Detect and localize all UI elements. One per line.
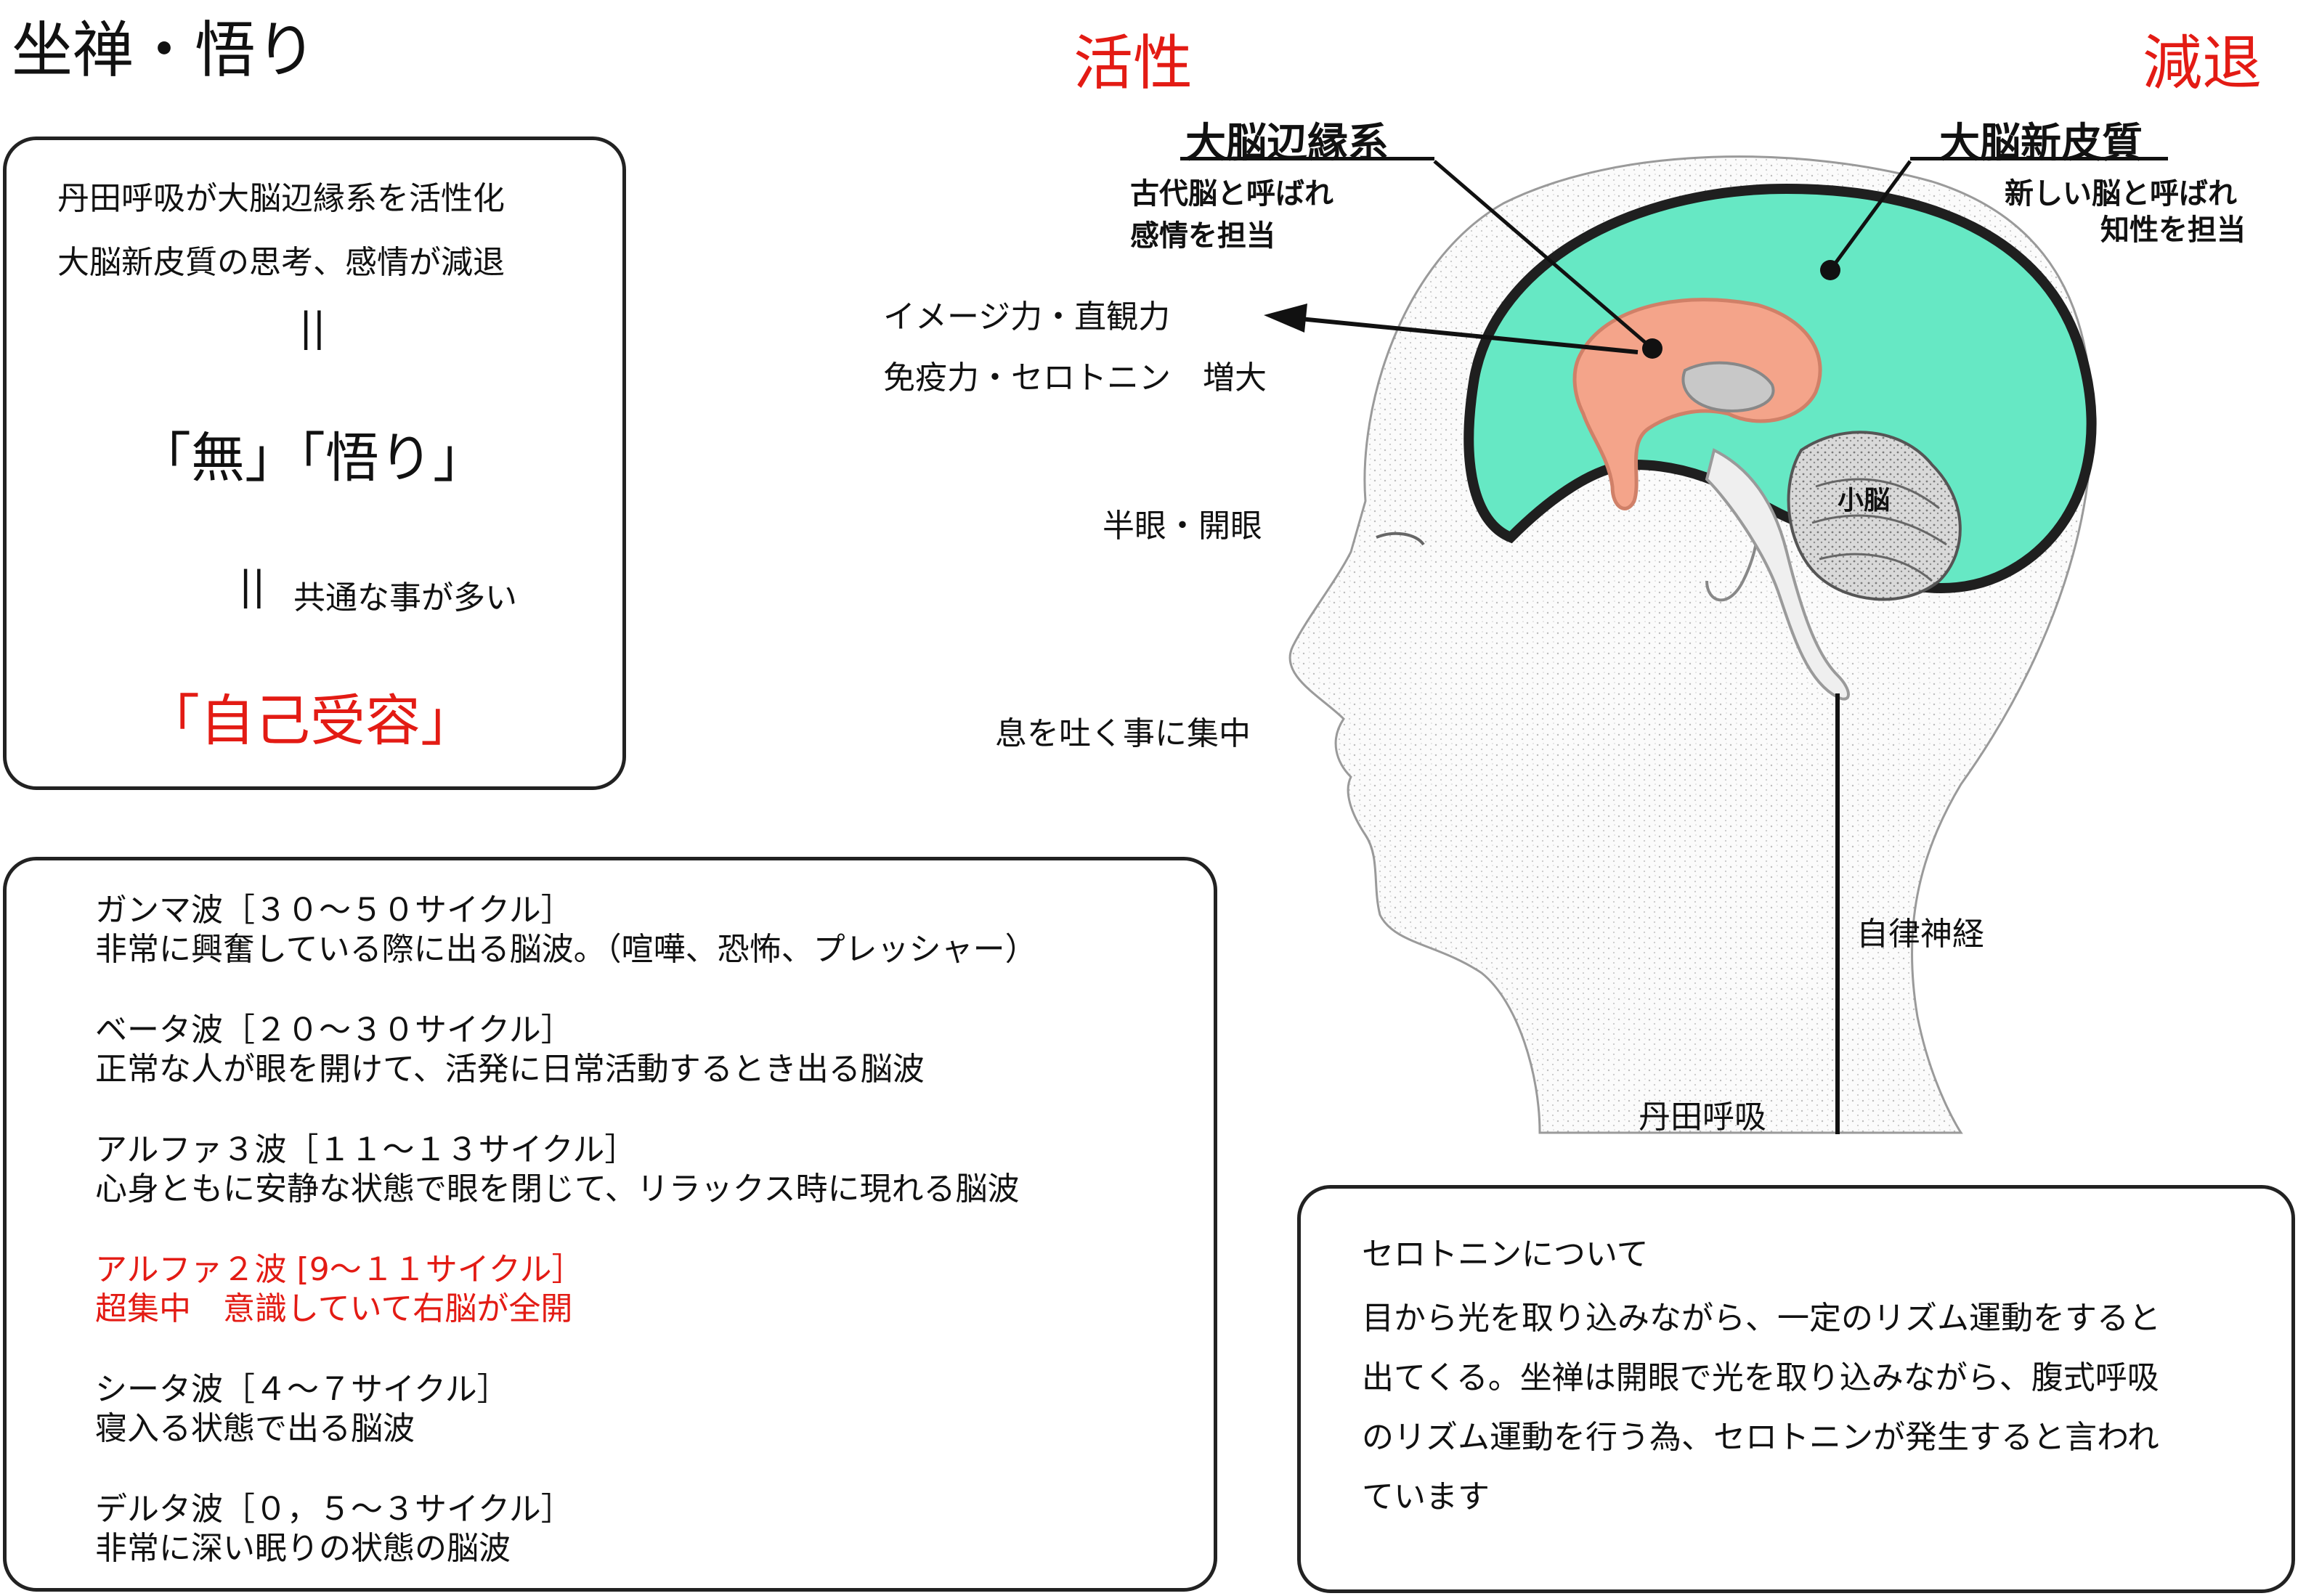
- brainwave-box: ガンマ波［３０～５０サイクル］非常に興奮している際に出る脳波。（喧嘩、恐怖、プレ…: [3, 857, 1217, 1592]
- cerebellum-label: 小脳: [1838, 485, 1891, 516]
- effect-arrow-line: [1292, 316, 1639, 354]
- brainwave-name: デルタ波［０，５～３サイクル］: [95, 1491, 573, 1528]
- neocortex-desc-2: 知性を担当: [2100, 213, 2246, 247]
- serotonin-title: セロトニンについて: [1362, 1236, 1649, 1273]
- decline-label: 減退: [2143, 29, 2262, 98]
- neocortex-dot: [1820, 260, 1840, 280]
- brainwave-desc: 非常に興奮している際に出る脳波。（喧嘩、恐怖、プレッシャー）: [95, 931, 1037, 968]
- brainwave-desc: 正常な人が眼を開けて、活発に日常活動するとき出る脳波: [95, 1051, 925, 1088]
- brainwave-name: ベータ波［２０～３０サイクル］: [95, 1011, 573, 1049]
- summary-line-2: 大脳新皮質の思考、感情が減退: [57, 244, 505, 281]
- limbic-desc-2: 感情を担当: [1130, 219, 1275, 253]
- equals-mark-1: ||: [299, 304, 326, 350]
- limbic-underline: [1180, 157, 1434, 160]
- serotonin-line-4: ています: [1362, 1478, 1490, 1515]
- brainwave-item: アルファ２波 [9～１１サイクル］超集中 意識していて右脳が全開: [95, 1250, 1214, 1329]
- effect-line-1: イメージ力・直観力: [883, 298, 1171, 335]
- limbic-desc-1: 古代脳と呼ばれ: [1130, 176, 1333, 211]
- brainwave-desc: 超集中 意識していて右脳が全開: [95, 1290, 573, 1327]
- limbic-leader-line: [1433, 160, 1654, 350]
- effect-line-2: 免疫力・セロトニン 増大: [883, 359, 1267, 396]
- brainwave-desc: 寝入る状態で出る脳波: [95, 1410, 415, 1447]
- brainwave-item: ベータ波［２０～３０サイクル］正常な人が眼を開けて、活発に日常活動するとき出る脳…: [95, 1011, 1214, 1089]
- eyes-label: 半眼・開眼: [1103, 508, 1262, 545]
- serotonin-line-2: 出てくる。坐禅は開眼で光を取り込みながら、腹式呼吸: [1362, 1359, 2159, 1396]
- concepts-label: 「無」「悟り」: [137, 427, 487, 489]
- brainwave-name: シータ波［４～７サイクル］: [95, 1371, 509, 1408]
- neocortex-underline: [1910, 157, 2168, 160]
- brainwave-item: シータ波［４～７サイクル］寝入る状態で出る脳波: [95, 1370, 1214, 1449]
- eye-mark: [1376, 532, 1425, 546]
- brainwave-name: アルファ２波 [9～１１サイクル］: [95, 1251, 584, 1288]
- brainwave-name: アルファ３波［１１～１３サイクル］: [95, 1131, 637, 1168]
- tanden-label: 丹田呼吸: [1639, 1099, 1766, 1136]
- brainwave-item: アルファ３波［１１～１３サイクル］心身ともに安静な状態で眼を閉じて、リラックス時…: [95, 1131, 1214, 1209]
- neocortex-desc-1: 新しい脳と呼ばれ: [2005, 176, 2237, 211]
- thalamus: [1681, 361, 1775, 412]
- effect-arrow-head: [1264, 304, 1307, 333]
- summary-line-1: 丹田呼吸が大脳辺縁系を活性化: [57, 180, 505, 217]
- serotonin-line-3: のリズム運動を行う為、セロトニンが発生すると言われ: [1362, 1419, 2159, 1456]
- conclusion-label: 「自己受容」: [145, 688, 476, 753]
- serotonin-box: セロトニンについて 目から光を取り込みながら、一定のリズム運動をすると 出てくる…: [1297, 1185, 2295, 1593]
- page-title: 坐禅・悟り: [12, 15, 317, 86]
- brainstem: [1705, 448, 1850, 701]
- common-note: 共通な事が多い: [293, 579, 517, 616]
- autonomic-label: 自律神経: [1856, 916, 1984, 953]
- serotonin-line-1: 目から光を取り込みながら、一定のリズム運動をすると: [1362, 1300, 2161, 1337]
- brainwave-desc: 非常に深い眠りの状態の脳波: [95, 1530, 511, 1567]
- brainwave-name: ガンマ波［３０～５０サイクル］: [95, 892, 573, 929]
- brainwave-item: ガンマ波［３０～５０サイクル］非常に興奮している際に出る脳波。（喧嘩、恐怖、プレ…: [95, 891, 1214, 969]
- neocortex-leader-line: [1828, 160, 1912, 272]
- active-label: 活性: [1073, 29, 1193, 98]
- equals-mark-2: ||: [239, 563, 266, 608]
- summary-box: 丹田呼吸が大脳辺縁系を活性化 大脳新皮質の思考、感情が減退 || 「無」「悟り」…: [3, 137, 626, 790]
- cerebellum-folds: [1811, 478, 1947, 582]
- brainwave-list: ガンマ波［３０～５０サイクル］非常に興奮している際に出る脳波。（喧嘩、恐怖、プレ…: [95, 891, 1214, 1568]
- brainwave-desc: 心身ともに安静な状態で眼を閉じて、リラックス時に現れる脳波: [95, 1170, 1020, 1208]
- limbic-dot: [1642, 338, 1662, 359]
- exhale-label: 息を吐く事に集中: [995, 715, 1251, 752]
- brainwave-item: デルタ波［０，５～３サイクル］非常に深い眠りの状態の脳波: [95, 1490, 1214, 1568]
